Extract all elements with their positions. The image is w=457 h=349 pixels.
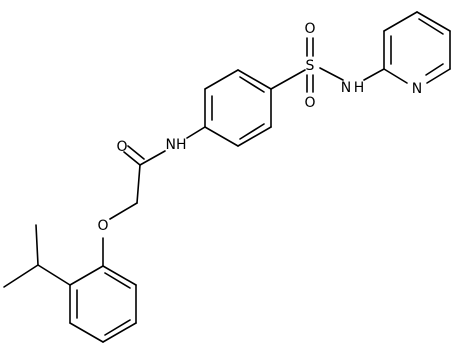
sulfonamide-n-label: N — [341, 80, 351, 96]
ether-linkage — [102, 164, 141, 267]
ether-oxygen-label: O — [97, 218, 108, 234]
pyridine-ring — [363, 11, 451, 84]
sulfonyl-group — [270, 37, 344, 93]
sulfonyl-oxygen-bottom-label: O — [304, 95, 315, 111]
amide-nh-label: NH — [166, 137, 187, 153]
amide-oxygen-label: O — [116, 139, 127, 155]
sulfonyl-oxygen-top-label: O — [304, 21, 315, 37]
isopropyl-group — [3, 224, 71, 288]
phenoxy-benzene-ring — [69, 265, 137, 343]
central-benzene-ring — [204, 69, 272, 147]
sulfonamide-h-label: H — [354, 80, 365, 96]
amide-group — [123, 126, 206, 166]
sulfur-label: S — [306, 58, 315, 74]
pyridine-nitrogen-label: N — [412, 81, 422, 97]
